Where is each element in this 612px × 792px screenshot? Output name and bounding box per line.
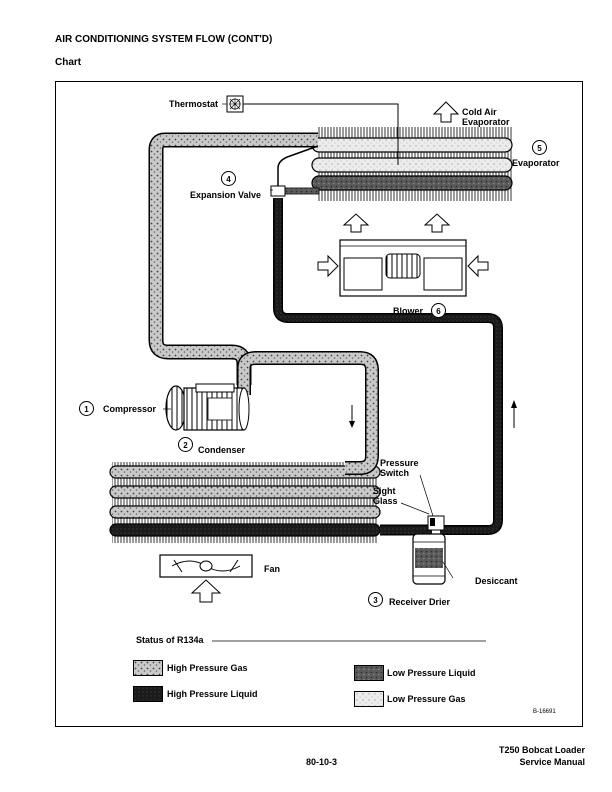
- legend-swatch-low-pressure-liquid: [354, 665, 384, 681]
- footer-manual-type: Service Manual: [519, 757, 585, 767]
- legend-label-low-pressure-gas: Low Pressure Gas: [387, 694, 466, 704]
- blower-unit: [317, 213, 489, 297]
- page-title: AIR CONDITIONING SYSTEM FLOW (CONT'D): [55, 34, 273, 45]
- number-badge-evaporator: 5: [532, 140, 547, 155]
- fan-unit: [159, 554, 253, 603]
- number-badge-condenser: 2: [178, 437, 193, 452]
- label-sight-glass-line2: Glass: [373, 496, 398, 506]
- label-evaporator: Evaporator: [512, 158, 560, 168]
- label-sight-glass-line1: Sight: [373, 486, 396, 496]
- footer-manual-title: T250 Bobcat Loader: [498, 745, 585, 755]
- label-receiver-drier: Receiver Drier: [389, 597, 451, 607]
- page-number: 80-10-3: [306, 757, 338, 767]
- legend-label-high-pressure-gas: High Pressure Gas: [167, 663, 248, 673]
- evaporator-coil: [311, 127, 513, 201]
- label-blower: Blower: [393, 306, 424, 316]
- label-expansion-valve: Expansion Valve: [190, 190, 262, 200]
- receiver-drier-unit: [412, 515, 446, 585]
- label-desiccant: Desiccant: [475, 576, 518, 586]
- condenser-coil: [109, 462, 381, 543]
- legend-label-high-pressure-liquid: High Pressure Liquid: [167, 689, 258, 699]
- legend-swatch-high-pressure-gas: [133, 660, 163, 676]
- expansion-valve: [270, 145, 320, 197]
- number-badge-expansion-valve: 4: [221, 171, 236, 186]
- label-cold-air: Cold Air: [462, 107, 497, 117]
- label-compressor: Compressor: [103, 404, 157, 414]
- label-thermostat: Thermostat: [169, 99, 219, 109]
- label-pressure-switch-line1: Pressure: [380, 458, 419, 468]
- cold-air-arrow: [432, 101, 460, 123]
- number-badge-compressor: 1: [79, 401, 94, 416]
- label-pressure-switch-line2: Switch: [380, 468, 410, 478]
- diagram-frame: [55, 81, 583, 727]
- legend-swatch-high-pressure-liquid: [133, 686, 163, 702]
- flow-arrows: [349, 400, 517, 428]
- label-fan: Fan: [264, 564, 281, 574]
- figure-id: B-16691: [533, 709, 556, 715]
- discharge-line: [237, 351, 379, 475]
- number-badge-receiver-drier: 3: [368, 592, 383, 607]
- label-cold-air-evaporator: Evaporator: [462, 117, 510, 127]
- legend-swatch-low-pressure-gas: [354, 691, 384, 707]
- number-badge-blower: 6: [431, 303, 446, 318]
- legend-title: Status of R134a: [136, 635, 204, 645]
- legend-label-low-pressure-liquid: Low Pressure Liquid: [387, 668, 476, 678]
- page-subtitle: Chart: [55, 57, 82, 68]
- leader-lines: [163, 103, 454, 579]
- compressor-unit: [165, 383, 250, 431]
- label-condenser: Condenser: [198, 445, 246, 455]
